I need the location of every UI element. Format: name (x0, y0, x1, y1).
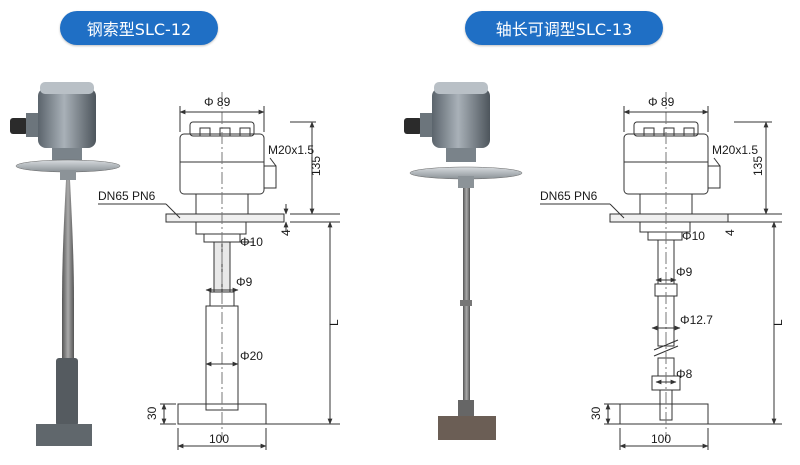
label-top-dia: Φ 89 (648, 95, 675, 109)
label-dia-b: Φ9 (676, 265, 693, 279)
drawing-slc13 (540, 92, 782, 450)
label-blade-h: 30 (589, 406, 603, 420)
label-four: 4 (279, 229, 293, 236)
label-dia-c: Φ20 (240, 349, 263, 363)
label-dia-b: Φ9 (236, 275, 253, 289)
label-blade-w: 100 (651, 432, 671, 446)
label-dia-a: Φ10 (240, 235, 263, 249)
drawing-slc12 (98, 92, 340, 450)
label-dia-a: Φ10 (682, 229, 705, 243)
label-length: L (771, 319, 785, 326)
label-thread: M20x1.5 (268, 143, 314, 157)
label-flange: DN65 PN6 (98, 189, 156, 203)
label-blade-h: 30 (145, 406, 159, 420)
labels-slc13: Φ 89 M20x1.5 135 DN65 PN6 4 Φ10 Φ9 Φ12.7… (540, 95, 785, 446)
label-dia-c: Φ12.7 (680, 313, 713, 327)
label-blade-w: 100 (209, 432, 229, 446)
label-height: 135 (751, 156, 765, 176)
labels-slc12: Φ 89 M20x1.5 135 DN65 PN6 4 Φ10 Φ9 Φ20 L… (98, 95, 341, 446)
label-thread: M20x1.5 (712, 143, 758, 157)
label-top-dia: Φ 89 (204, 95, 231, 109)
label-flange: DN65 PN6 (540, 189, 598, 203)
label-length: L (327, 319, 341, 326)
photo-slc12 (10, 82, 121, 446)
label-dia-d: Φ8 (676, 367, 693, 381)
photo-slc13 (404, 82, 523, 440)
model-title-slc12: 钢索型SLC-12 (60, 11, 218, 45)
label-four: 4 (723, 229, 737, 236)
label-height: 135 (309, 156, 323, 176)
model-title-slc13: 轴长可调型SLC-13 (465, 11, 663, 45)
